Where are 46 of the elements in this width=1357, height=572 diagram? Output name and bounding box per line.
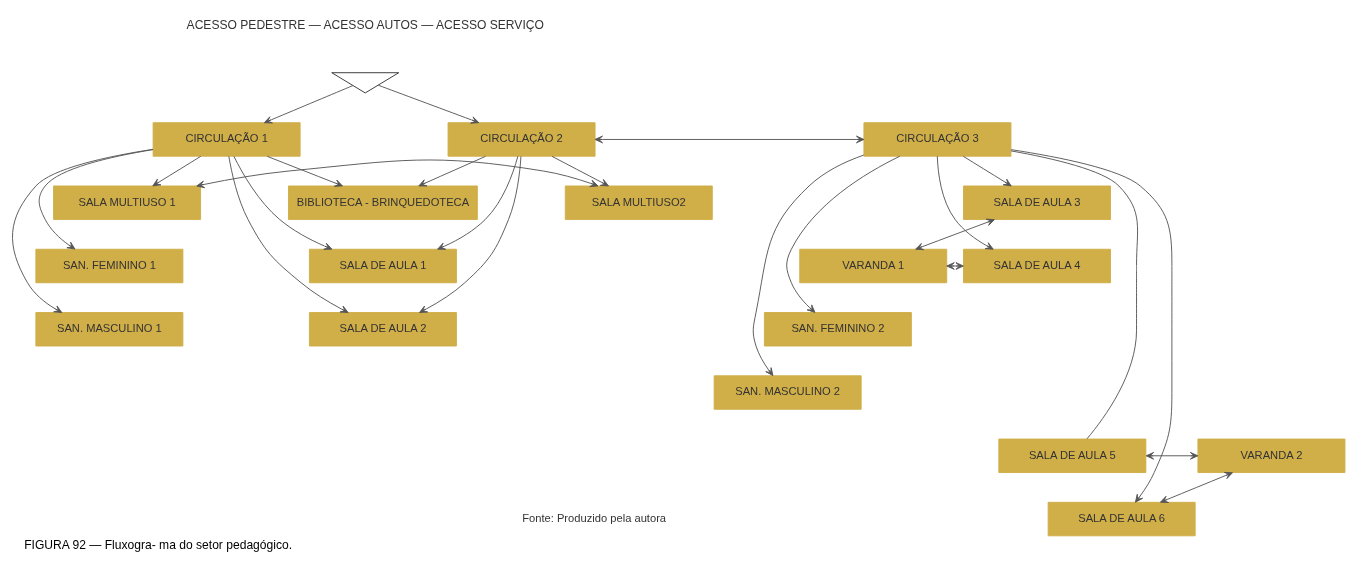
node-box: SALA MULTIUSO2 [564, 185, 713, 220]
arrow [418, 155, 486, 187]
arrow [152, 155, 202, 187]
arrow [196, 159, 599, 189]
arrow [786, 155, 901, 313]
arrow [377, 84, 480, 124]
node-box: SAN. MASCULINO 2 [713, 375, 862, 410]
arrow [437, 155, 519, 250]
node-box: CIRCULAÇÃO 2 [447, 122, 596, 157]
node-box: VARANDA 1 [799, 248, 948, 284]
node-box: SALA DE AULA 3 [963, 185, 1111, 220]
arrow [1159, 471, 1233, 503]
arrow [1145, 452, 1199, 460]
arrow [228, 155, 349, 313]
node-label: ACESSO PEDESTRE — ACESSO AUTOS — ACESSO SERVIÇO [186, 18, 544, 33]
node-box: BIBLIOTECA - BRINQUEDOTECA [288, 185, 478, 220]
node-box: SALA DE AULA 5 [998, 438, 1147, 473]
node-box: SALA DE AULA 1 [308, 248, 457, 284]
arrow [419, 155, 522, 313]
caption: FIGURA 92 — Fluxogra- ma do setor pedagógico. [24, 538, 293, 553]
node-box: SAN. MASCULINO 1 [35, 312, 184, 347]
label: Fonte: Produzido pela autora [522, 511, 667, 524]
node-box: SALA DE AULA 2 [308, 312, 457, 347]
node-triangle [331, 72, 400, 94]
arrow [915, 218, 995, 251]
node-box: SALA DE AULA 4 [963, 248, 1111, 284]
arrow [752, 154, 865, 377]
arrow [233, 155, 333, 250]
node-box: SAN. FEMININO 2 [763, 312, 912, 347]
arrow [266, 155, 343, 187]
arrow [12, 148, 154, 313]
arrow [936, 155, 994, 250]
arrow [962, 155, 1012, 187]
arrow [1010, 149, 1173, 503]
node-box: CIRCULAÇÃO 1 [152, 122, 301, 157]
node-box: SALA MULTIUSO 1 [53, 185, 202, 220]
arrow [946, 262, 964, 270]
node-box: CIRCULAÇÃO 3 [863, 122, 1012, 157]
node-box: SAN. FEMININO 1 [35, 248, 184, 284]
arrow [551, 155, 609, 187]
arrow [263, 85, 354, 124]
connector [1010, 150, 1138, 440]
arrow [594, 135, 865, 144]
node-box: SALA DE AULA 6 [1047, 501, 1196, 537]
node-box: VARANDA 2 [1197, 438, 1346, 473]
arrow [38, 149, 154, 250]
